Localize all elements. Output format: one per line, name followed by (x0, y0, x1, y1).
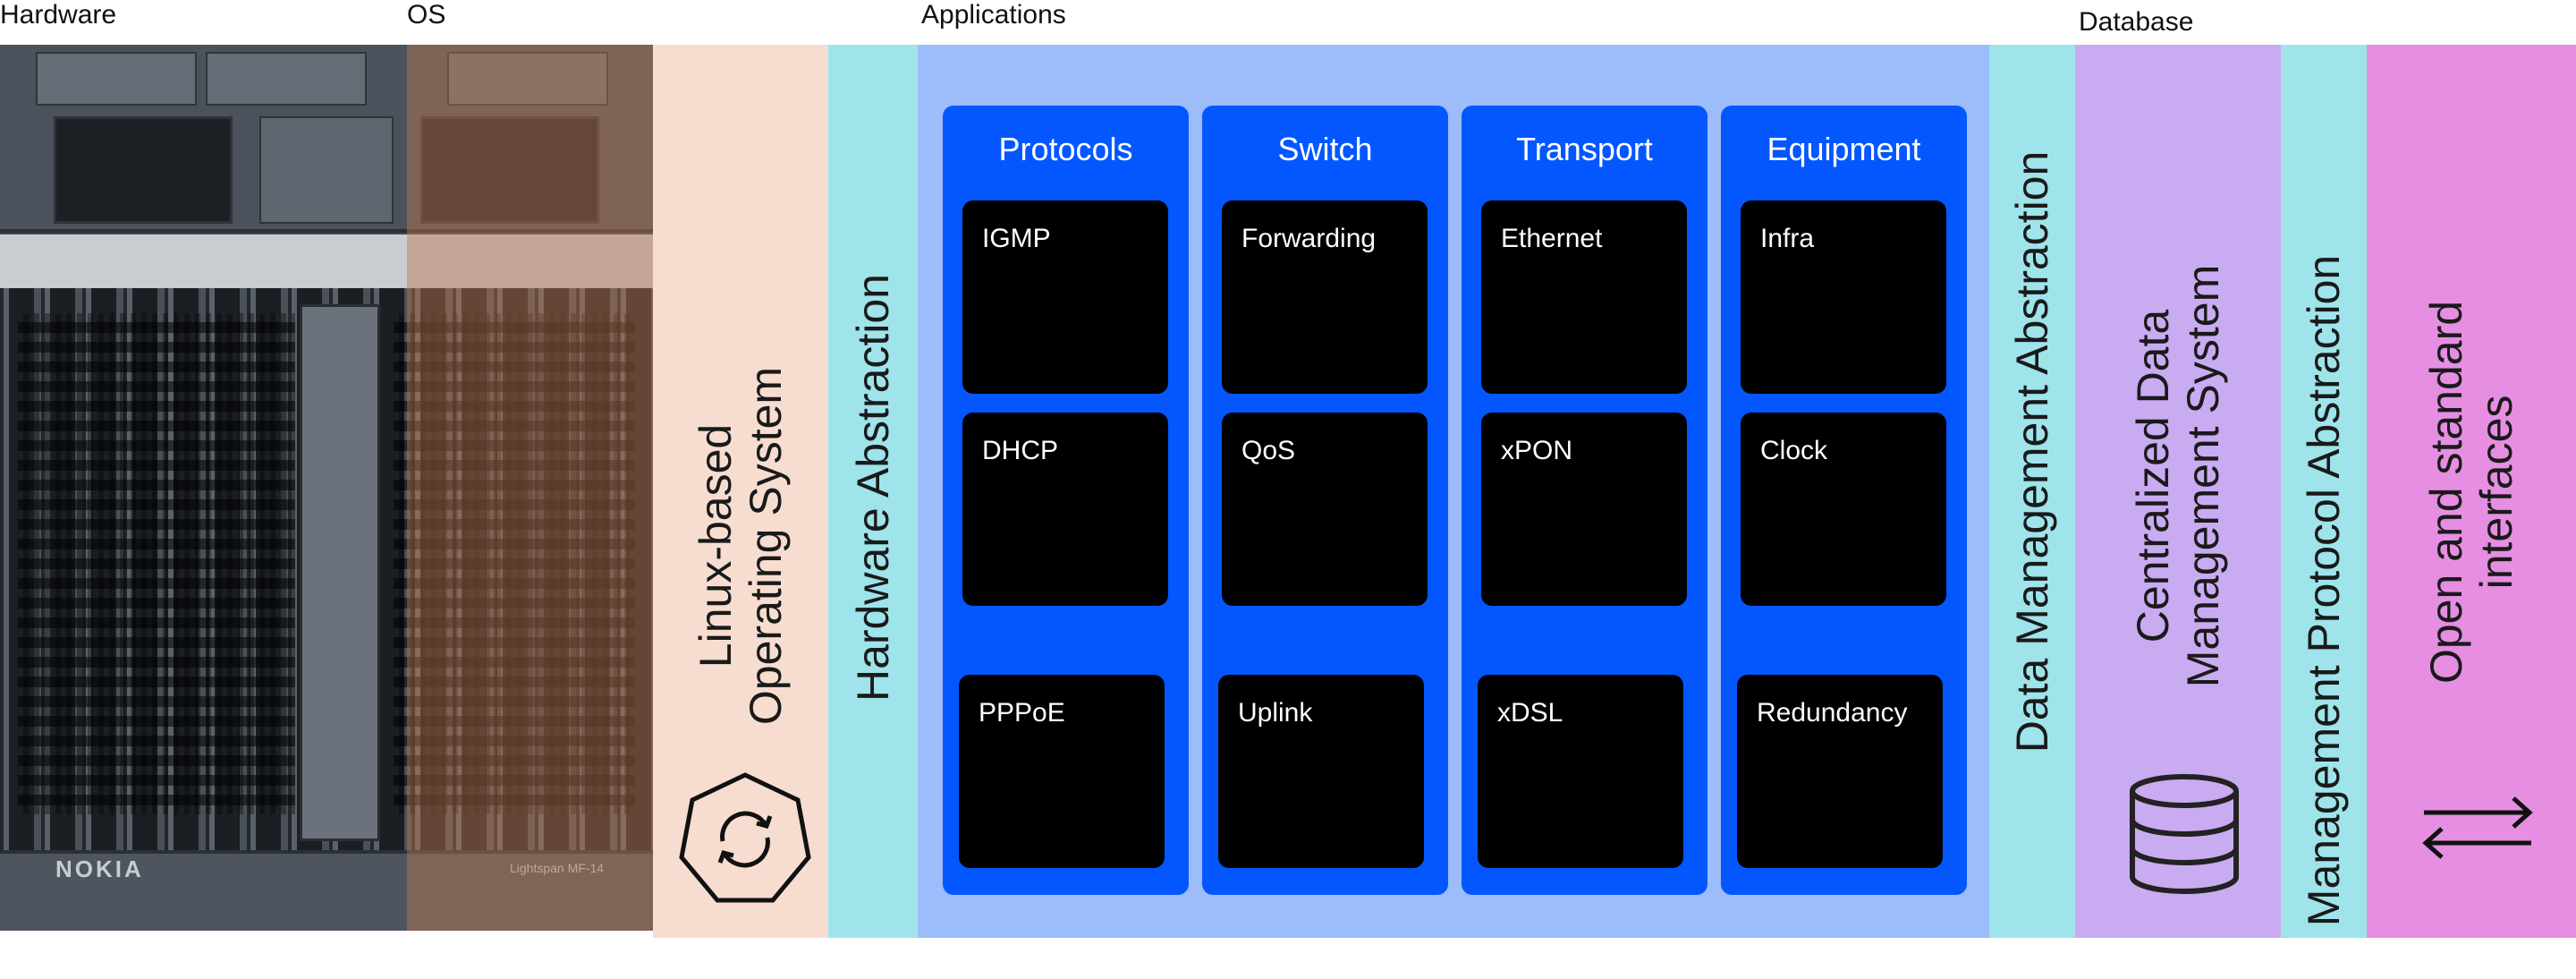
group-protocols: Protocols IGMP DHCP ... PPPoE (943, 106, 1189, 895)
app-label: Uplink (1238, 698, 1313, 728)
chassis-model: Lightspan MF-14 (510, 861, 605, 875)
app-box: Clock (1741, 413, 1946, 606)
app-label: Redundancy (1757, 698, 1908, 728)
app-box: DHCP (962, 413, 1168, 606)
control-card (300, 304, 380, 841)
group-title: Switch (1277, 131, 1373, 167)
app-label: Infra (1760, 224, 1815, 253)
swap-arrows-icon (2422, 796, 2533, 859)
app-box: xDSL (1478, 675, 1683, 868)
app-box: xPON (1481, 413, 1687, 606)
group-title: Transport (1516, 131, 1653, 167)
app-box: Ethernet (1481, 200, 1687, 394)
database-label: Database (2079, 7, 2194, 37)
app-label: Ethernet (1501, 224, 1603, 253)
group-title: Equipment (1767, 131, 1921, 167)
group-equipment: Equipment Infra Clock ... Redundancy (1721, 106, 1967, 895)
linux-os-text: Linux-based Operating System (691, 367, 791, 725)
data-management-abstraction-layer: Data Management Abstraction (1989, 45, 2075, 938)
database-icon (2130, 774, 2239, 894)
power-supply (36, 52, 197, 106)
cdms-line2: Management System (2178, 264, 2228, 688)
management-protocol-abstraction-text: Management Protocol Abstraction (2299, 254, 2349, 927)
hardware-abstraction-layer: Hardware Abstraction (828, 45, 918, 938)
management-protocol-abstraction-layer: Management Protocol Abstraction (2281, 45, 2367, 938)
linux-os-line1: Linux-based (691, 423, 741, 668)
open-interfaces-line2: interfaces (2471, 395, 2521, 590)
app-box: IGMP (962, 200, 1168, 394)
app-box: QoS (1222, 413, 1428, 606)
port-array (394, 313, 635, 814)
group-title: Protocols (998, 131, 1133, 167)
app-label: Clock (1760, 436, 1828, 465)
chassis-cable-band (0, 234, 653, 288)
hardware-chassis-image (0, 45, 653, 931)
app-label: Forwarding (1241, 224, 1377, 253)
app-label: IGMP (982, 224, 1051, 253)
app-label: QoS (1241, 436, 1296, 465)
app-box: Redundancy (1737, 675, 1943, 868)
power-supply (206, 52, 367, 106)
data-management-abstraction-text: Data Management Abstraction (2007, 150, 2057, 753)
applications-layer: Protocols IGMP DHCP ... PPPoE Switch For… (918, 45, 1989, 938)
cdms-line1: Centralized Data (2128, 309, 2178, 643)
chassis-brand: NOKIA (55, 856, 144, 882)
os-label: OS (407, 0, 446, 30)
linux-os-line2: Operating System (741, 366, 791, 726)
open-interfaces-text: Open and standard interfaces (2421, 301, 2521, 684)
centralized-data-management-layer: Centralized Data Management System (2075, 45, 2281, 938)
hardware-abstraction-text: Hardware Abstraction (848, 273, 898, 702)
app-box: Uplink (1218, 675, 1424, 868)
fan-module (420, 116, 599, 224)
app-label: xPON (1501, 436, 1573, 465)
cdms-text: Centralized Data Management System (2128, 265, 2228, 687)
app-label: DHCP (982, 436, 1059, 465)
refresh-hexagon-icon (679, 772, 811, 903)
power-supply (447, 52, 608, 106)
chassis-bottom (0, 850, 653, 931)
open-interfaces-line1: Open and standard (2421, 300, 2471, 685)
fan-module (54, 116, 233, 224)
hardware-label: Hardware (0, 0, 117, 30)
applications-label: Applications (921, 0, 1066, 30)
app-label: xDSL (1497, 698, 1563, 728)
linux-os-layer: Linux-based Operating System (653, 45, 828, 938)
open-interfaces-layer: Open and standard interfaces (2367, 45, 2576, 938)
control-module (259, 116, 394, 224)
app-box: PPPoE (959, 675, 1165, 868)
app-box: Forwarding (1222, 200, 1428, 394)
app-label: PPPoE (979, 698, 1065, 728)
os-overlay (407, 45, 653, 931)
group-transport: Transport Ethernet xPON ... xDSL (1462, 106, 1707, 895)
group-switch: Switch Forwarding QoS ... Uplink (1202, 106, 1448, 895)
app-box: Infra (1741, 200, 1946, 394)
port-array (18, 313, 295, 814)
